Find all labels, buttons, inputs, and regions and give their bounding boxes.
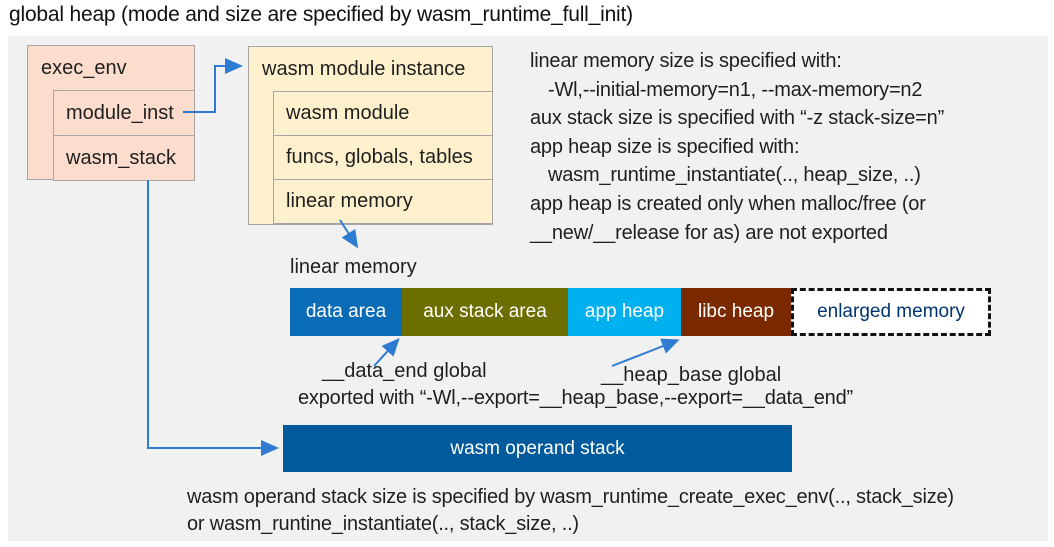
note-line: __new/__release for as) are not exported — [530, 221, 888, 244]
footer-notes-block: wasm operand stack size is specified by … — [187, 484, 954, 537]
segment-app-heap: app heap — [568, 288, 681, 336]
data-end-global-label: __data_end global — [322, 360, 487, 382]
module-instance-title: wasm module instance — [262, 57, 466, 80]
module-instance-row-linear-memory: linear memory — [273, 179, 493, 224]
note-line: aux stack size is specified with “-z sta… — [530, 107, 945, 130]
note-line: app heap size is specified with: — [530, 135, 800, 158]
segment-enlarged-memory: enlarged memory — [791, 288, 991, 336]
wasm-operand-stack-box: wasm operand stack — [283, 425, 792, 472]
module-instance-row-wasm-module: wasm module — [273, 91, 493, 136]
page-title: global heap (mode and size are specified… — [9, 3, 633, 26]
note-line: app heap is created only when malloc/fre… — [530, 192, 926, 215]
wasm-module-label: wasm module — [286, 102, 410, 124]
module-instance-row-funcs-globals-tables: funcs, globals, tables — [273, 135, 493, 180]
wasm-stack-label: wasm_stack — [66, 146, 177, 169]
note-line: linear memory size is specified with: — [530, 50, 842, 72]
linear-memory-row-label: linear memory — [286, 190, 413, 212]
exec-env-box: exec_env module_inst wasm_stack — [27, 45, 195, 181]
module-inst-label: module_inst — [66, 101, 174, 124]
wasm-operand-stack-label: wasm operand stack — [450, 437, 625, 459]
segment-libc-heap: libc heap — [681, 288, 791, 336]
note-line: wasm_runtime_instantiate(.., heap_size, … — [548, 164, 921, 187]
linear-memory-label: linear memory — [290, 256, 417, 278]
note-line: -Wl,--initial-memory=n1, --max-memory=n2 — [548, 78, 923, 101]
funcs-globals-tables-label: funcs, globals, tables — [286, 146, 473, 168]
footer-note-line: or wasm_runtine_instantiate(.., stack_si… — [187, 512, 579, 535]
module-instance-box: wasm module instance wasm module funcs, … — [248, 46, 493, 225]
linear-memory-bar: data area aux stack area app heap libc h… — [290, 288, 991, 336]
exec-env-row-wasm-stack: wasm_stack — [53, 135, 195, 181]
heap-base-global-label: __heap_base global — [601, 364, 782, 386]
segment-aux-stack-area: aux stack area — [402, 288, 568, 336]
exported-with-label: exported with “-Wl,--export=__heap_base,… — [298, 387, 853, 409]
segment-data-area: data area — [290, 288, 402, 336]
footer-note-line: wasm operand stack size is specified by … — [187, 486, 954, 508]
exec-env-row-module-inst: module_inst — [53, 90, 195, 136]
notes-block: linear memory size is specified with: -W… — [530, 47, 1042, 247]
exec-env-title: exec_env — [41, 56, 127, 79]
